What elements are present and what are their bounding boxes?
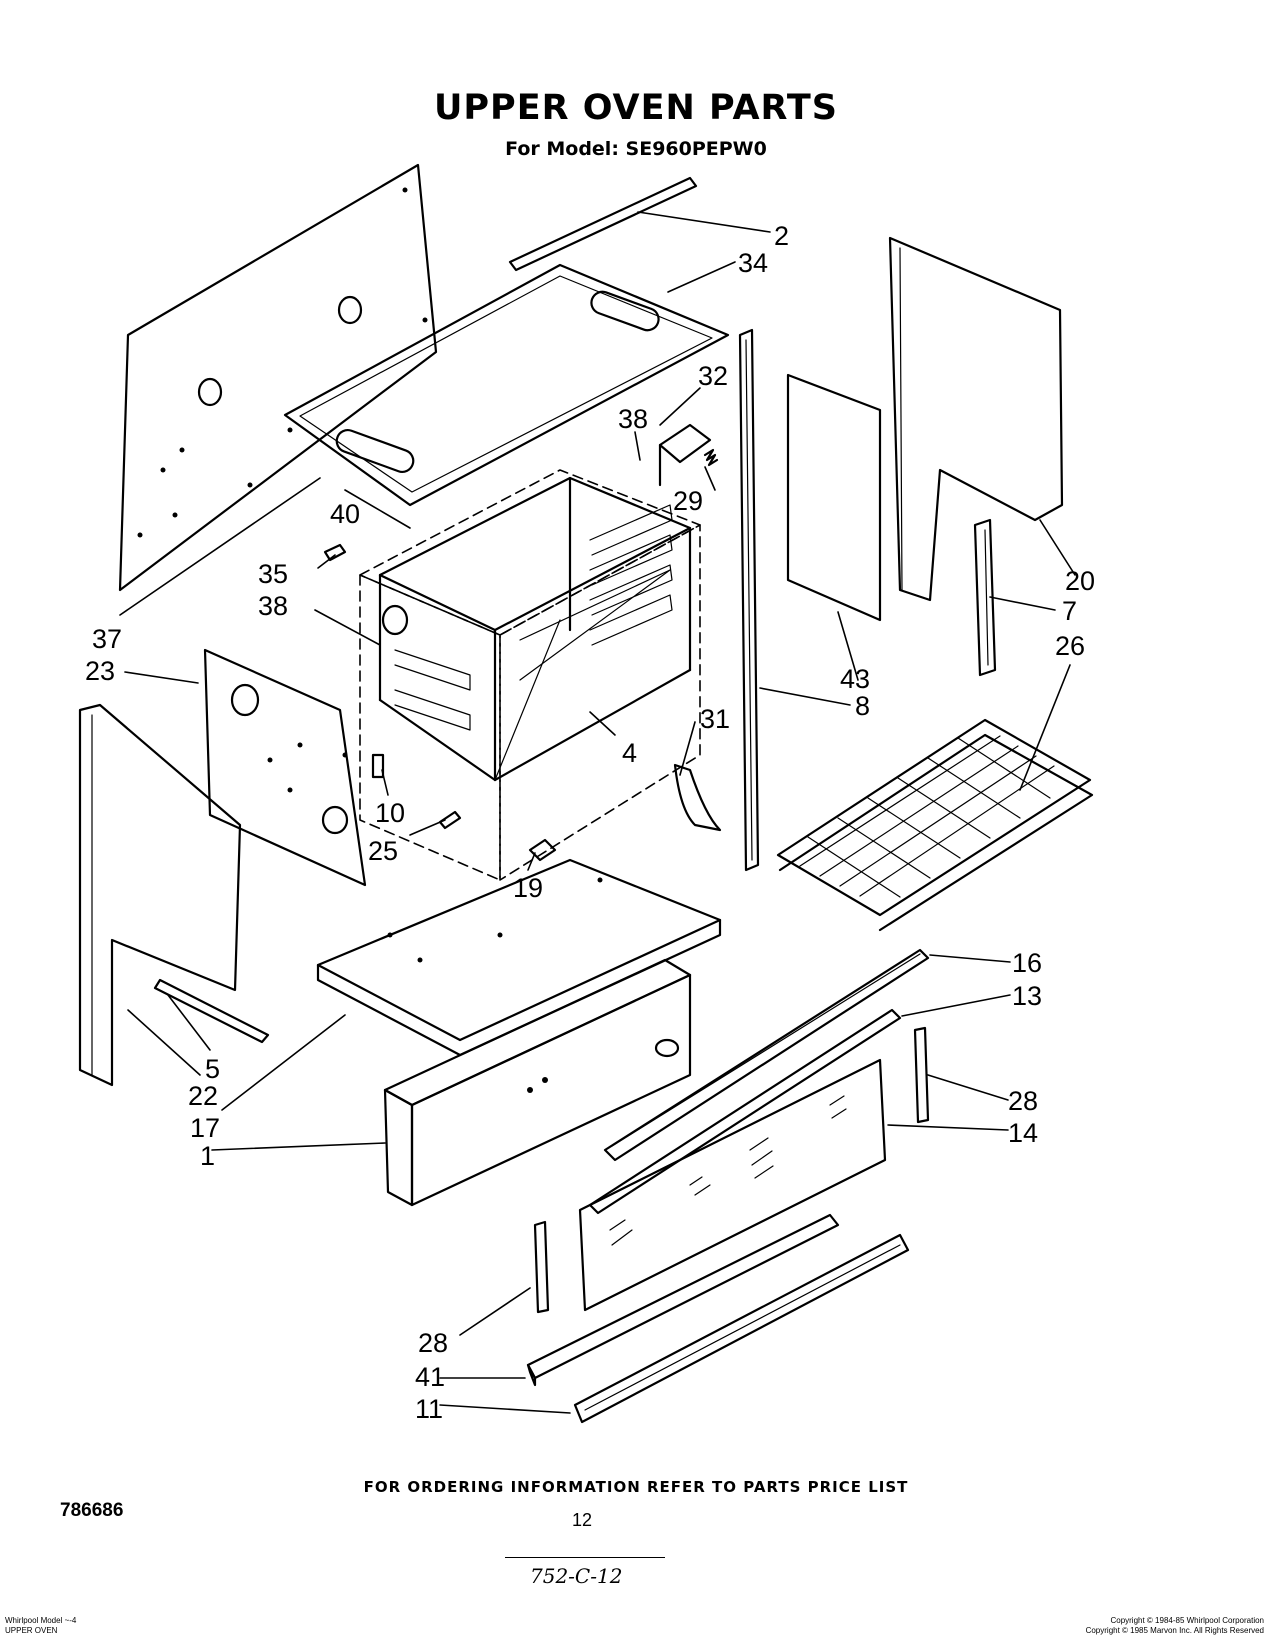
- part-7-slide: [973, 518, 997, 677]
- callout-38-upper: 38: [618, 404, 648, 434]
- callout-22: 22: [188, 1081, 218, 1111]
- callout-leader-lines: [119, 211, 1076, 1414]
- callout-1: 1: [200, 1141, 215, 1171]
- ordering-note: FOR ORDERING INFORMATION REFER TO PARTS …: [363, 1478, 909, 1496]
- callout-8: 8: [855, 691, 870, 721]
- callout-5: 5: [205, 1054, 220, 1084]
- callout-10: 10: [375, 798, 405, 828]
- page-title: UPPER OVEN PARTS: [433, 88, 839, 128]
- part-26-oven-rack: [776, 718, 1094, 932]
- part-11-door-bottom: [573, 1233, 910, 1424]
- footer-copyright: Copyright © 1984-85 Whirlpool Corporatio…: [1086, 1616, 1264, 1636]
- document-number: 786686: [60, 1500, 124, 1521]
- part-32-bracket: [658, 423, 712, 487]
- callout-37: 37: [92, 624, 122, 654]
- handwritten-note: 752-C-12: [530, 1564, 623, 1588]
- footer-small-left: Whirlpool Model ~-4 UPPER OVEN: [5, 1616, 76, 1636]
- callout-43: 43: [840, 664, 870, 694]
- part-14-door-glass: [578, 1058, 887, 1312]
- part-43-insulation: [786, 373, 882, 622]
- footer-copyright-line2: Copyright © 1985 Marvon Inc. All Rights …: [1085, 1626, 1264, 1635]
- callout-29: 29: [673, 486, 703, 516]
- footer-small-left-line1: Whirlpool Model ~-4: [5, 1616, 77, 1625]
- callout-4: 4: [622, 738, 637, 768]
- part-20-side-panel: [888, 236, 1064, 602]
- part-22-side-outer-panel: [78, 703, 242, 1087]
- part-8-vertical-trim: [738, 328, 760, 872]
- part-23-panel: [203, 648, 367, 887]
- footer-copyright-line1: Copyright © 1984-85 Whirlpool Corporatio…: [1110, 1616, 1264, 1625]
- part-13-door-frame: [588, 1008, 902, 1215]
- callout-17: 17: [190, 1113, 220, 1143]
- callout-28-right: 28: [1008, 1086, 1038, 1116]
- part-5-trim: [153, 978, 270, 1044]
- part-29-spring: [703, 448, 719, 467]
- part-19-bracket: [528, 838, 557, 862]
- part-28-right-clip: [913, 1026, 930, 1124]
- part-25-clip: [438, 810, 462, 830]
- part-38-40-oven-cavity: [359, 469, 701, 881]
- part-41-door-handle: [526, 1213, 840, 1387]
- callout-26: 26: [1055, 631, 1085, 661]
- part-28-left-clip: [533, 1220, 550, 1314]
- callout-7: 7: [1062, 596, 1077, 626]
- footer-small-left-line2: UPPER OVEN: [5, 1626, 58, 1635]
- part-16-door-trim: [603, 948, 930, 1162]
- part-34-top-panel: [283, 263, 730, 507]
- callout-23: 23: [85, 656, 115, 686]
- page-number: 12: [572, 1510, 593, 1530]
- callout-28-left: 28: [418, 1328, 448, 1358]
- callout-41: 41: [415, 1362, 445, 1392]
- callout-25: 25: [368, 836, 398, 866]
- callout-numbers: 2 34 32 38 29 40 35 38 37 23 10 25 19 4 …: [85, 221, 1095, 1424]
- callout-11: 11: [415, 1394, 443, 1424]
- part-37-rear-panel: [118, 163, 438, 592]
- callout-13: 13: [1012, 981, 1042, 1011]
- callout-31: 31: [700, 704, 730, 734]
- callout-16: 16: [1012, 948, 1042, 978]
- callout-38-lower: 38: [258, 591, 288, 621]
- callout-19: 19: [513, 873, 543, 903]
- callout-34: 34: [738, 248, 768, 278]
- callout-20: 20: [1065, 566, 1095, 596]
- part-31-bracket: [673, 763, 722, 832]
- part-2-top-strip: [508, 176, 698, 272]
- part-35-clip: [323, 543, 347, 562]
- callout-32: 32: [698, 361, 728, 391]
- callout-35: 35: [258, 559, 288, 589]
- callout-2: 2: [774, 221, 789, 251]
- part-10-switch: [371, 753, 385, 779]
- callout-40: 40: [330, 499, 360, 529]
- handwritten-underline: [505, 1557, 665, 1558]
- part-1-front-panel: [383, 958, 692, 1207]
- model-line: For Model: SE960PEPW0: [505, 138, 767, 160]
- callout-14: 14: [1008, 1118, 1038, 1148]
